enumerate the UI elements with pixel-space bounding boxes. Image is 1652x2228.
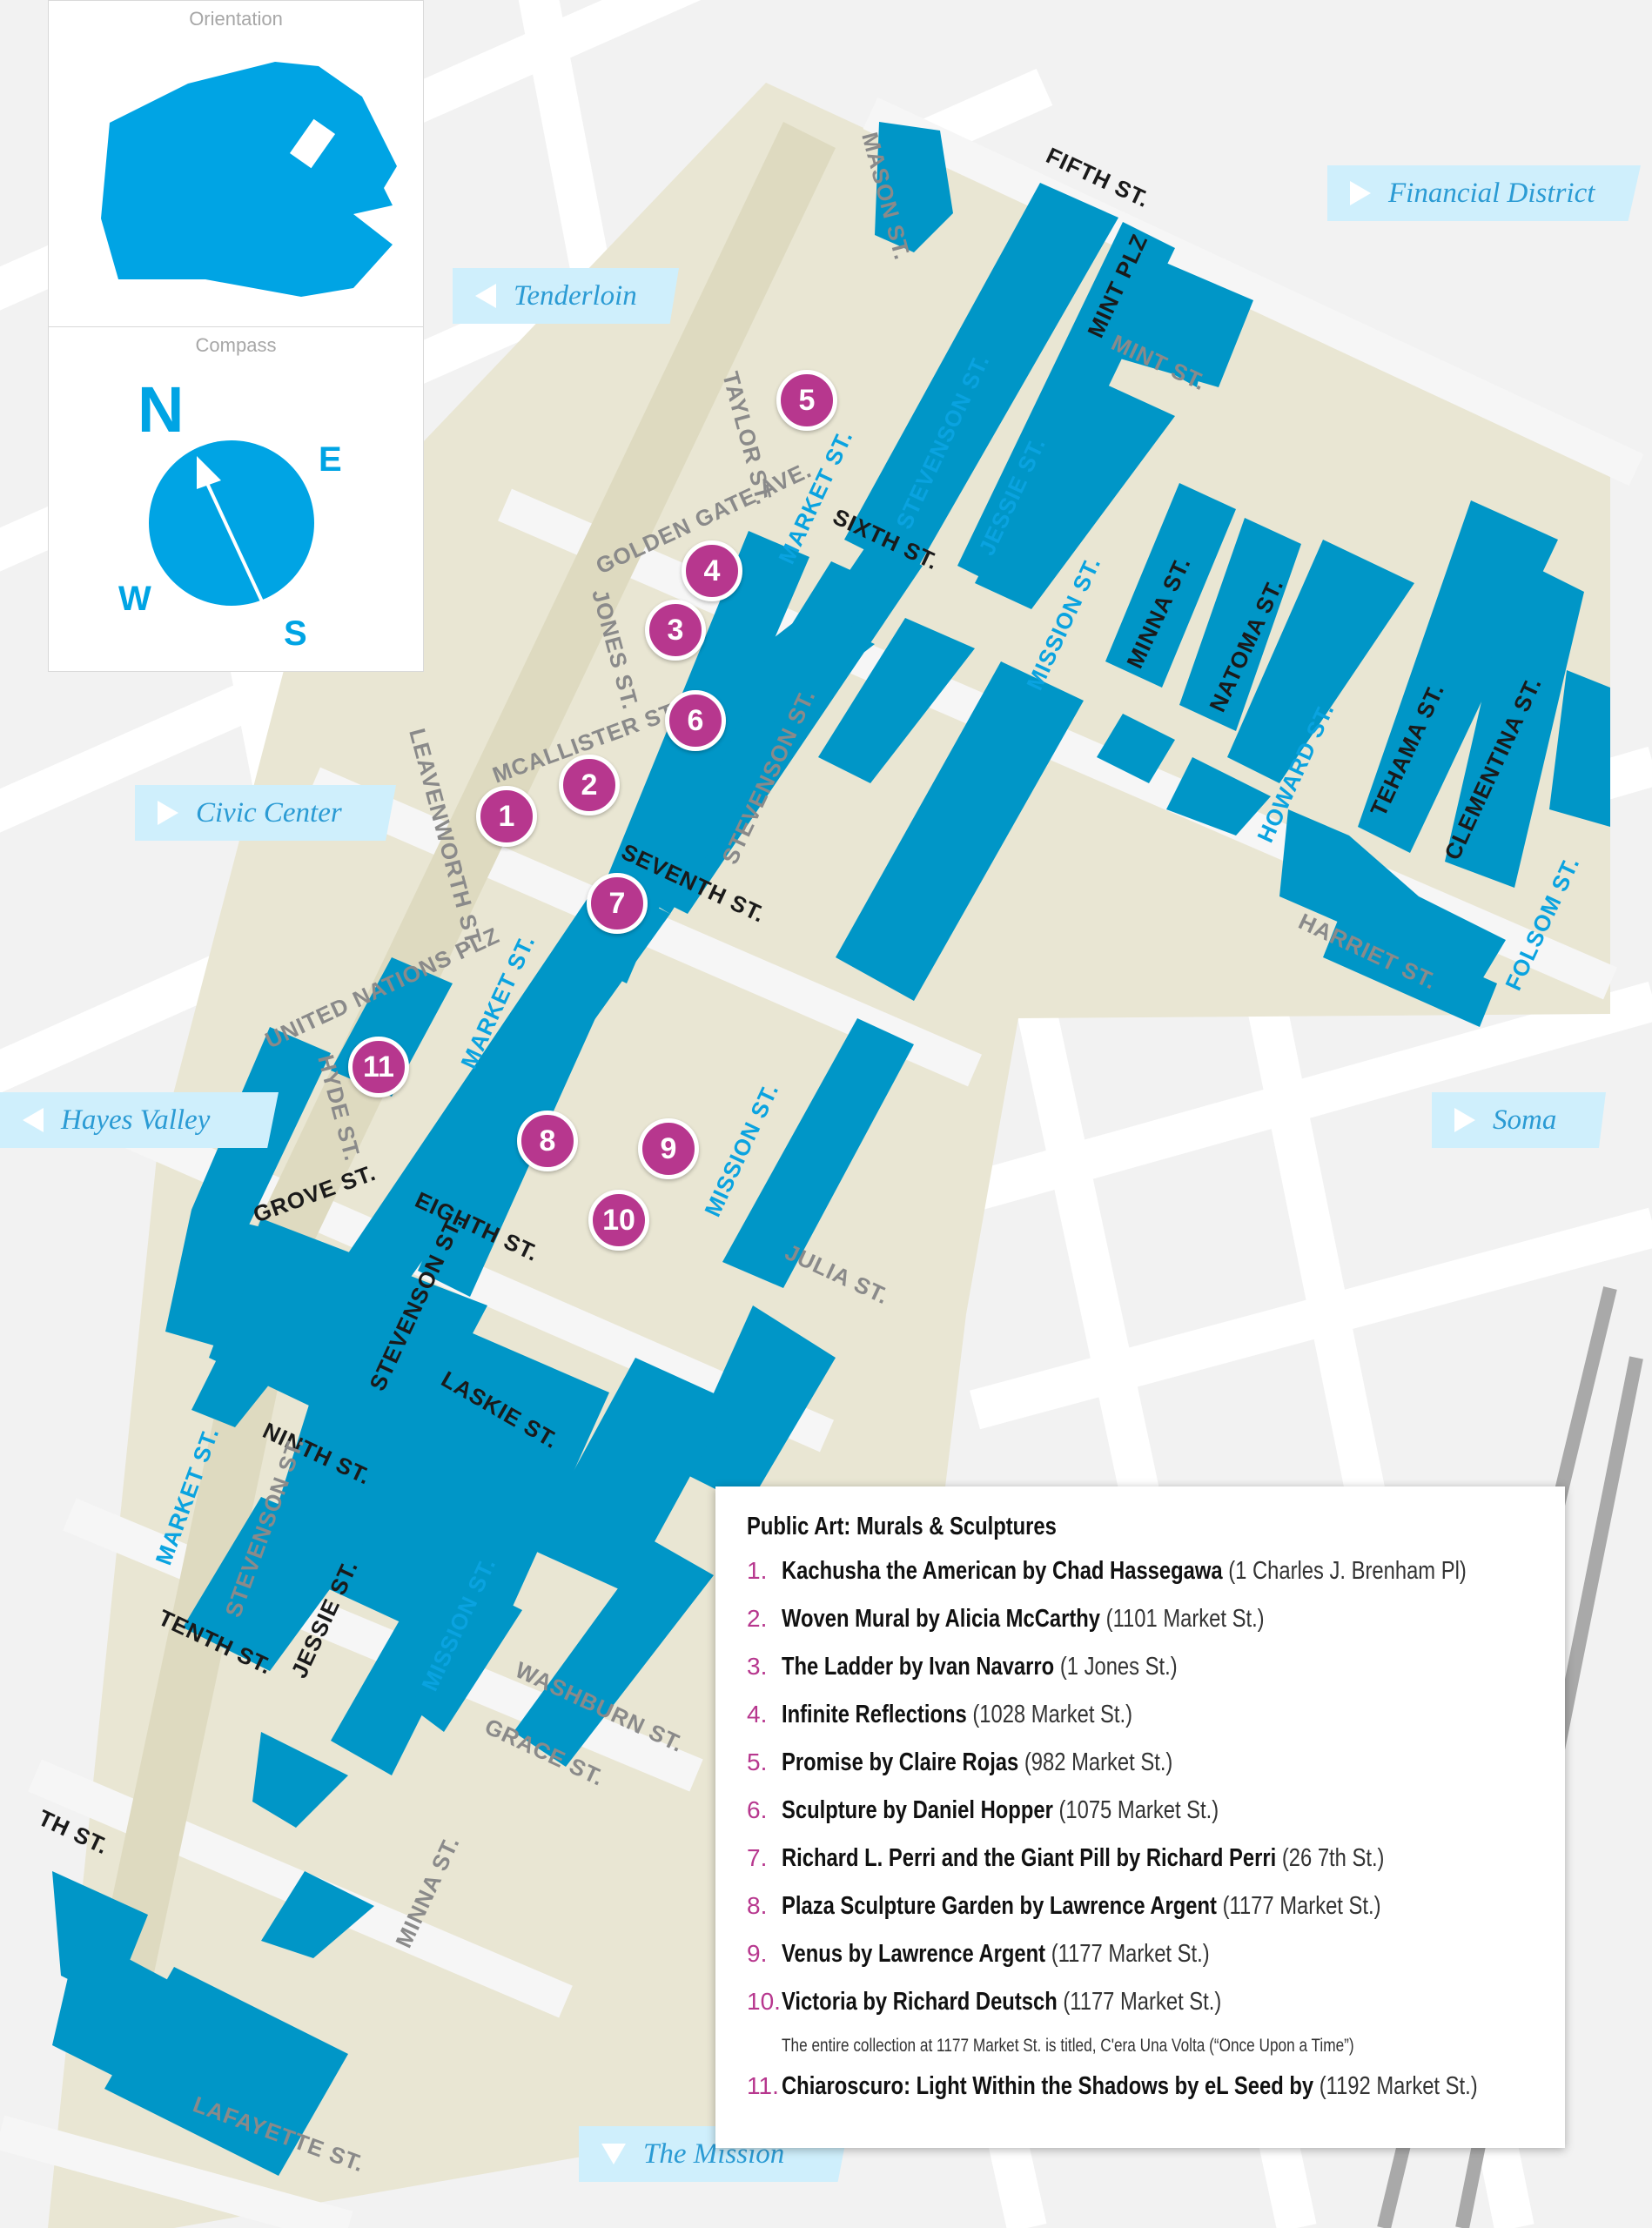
legend-item-address: (1 Charles J. Brenham Pl): [1228, 1557, 1467, 1585]
legend-item-name: Woven Mural by Alicia McCarthy: [782, 1605, 1101, 1633]
nav-civic-center[interactable]: Civic Center: [135, 785, 396, 841]
compass-east: E: [319, 440, 342, 479]
nav-soma-label: Soma: [1493, 1104, 1557, 1136]
arrow-right-icon: [158, 801, 178, 825]
legend-item[interactable]: 11.Chiaroscuro: Light Within the Shadows…: [747, 2072, 1534, 2120]
map-marker-10[interactable]: 10: [588, 1190, 649, 1251]
legend-item[interactable]: 4. Infinite Reflections (1028 Market St.): [747, 1701, 1534, 1748]
map-marker-7[interactable]: 7: [587, 873, 648, 934]
legend-item-number: 4.: [747, 1701, 768, 1728]
map-marker-11[interactable]: 11: [348, 1037, 409, 1097]
legend-item[interactable]: 10.Victoria by Richard Deutsch (1177 Mar…: [747, 1988, 1534, 2036]
legend-item-address: (1028 Market St.): [972, 1701, 1133, 1728]
legend-list: 1. Kachusha the American by Chad Hassegaw…: [747, 1557, 1534, 2036]
orientation-panel: Orientation: [48, 0, 424, 328]
arrow-right-icon: [1454, 1108, 1475, 1132]
legend-item-name: Promise by Claire Rojas: [782, 1748, 1019, 1776]
legend-item-address: (1101 Market St.): [1105, 1605, 1265, 1633]
legend-item[interactable]: 6. Sculpture by Daniel Hopper (1075 Marke…: [747, 1796, 1534, 1844]
compass-panel: Compass N E W S: [48, 326, 424, 672]
city-blocks: [52, 122, 1610, 2176]
nav-soma[interactable]: Soma: [1432, 1092, 1606, 1148]
legend-item-name: The Ladder by Ivan Navarro: [782, 1653, 1055, 1681]
legend-item-number: 9.: [747, 1940, 768, 1967]
legend-item-address: (1177 Market St.): [1063, 1988, 1222, 2016]
legend-item-address: (1075 Market St.): [1058, 1796, 1219, 1824]
nav-civic-center-label: Civic Center: [196, 796, 342, 829]
legend-item-address: (1177 Market St.): [1222, 1892, 1381, 1920]
legend-item-name: Chiaroscuro: Light Within the Shadows by…: [782, 2072, 1314, 2100]
legend-item-number: 6.: [747, 1796, 768, 1823]
legend-item-number: 7.: [747, 1844, 768, 1871]
nav-tenderloin-label: Tenderloin: [514, 279, 637, 312]
map-marker-8[interactable]: 8: [517, 1111, 578, 1171]
map-marker-9[interactable]: 9: [638, 1118, 699, 1179]
legend-item[interactable]: 2. Woven Mural by Alicia McCarthy (1101 M…: [747, 1605, 1534, 1653]
nav-hayes-valley[interactable]: Hayes Valley: [0, 1092, 279, 1148]
legend-item-address: (1192 Market St.): [1319, 2072, 1478, 2100]
san-francisco-outline-icon: [101, 62, 397, 297]
map-marker-1[interactable]: 1: [476, 786, 537, 847]
legend-item-number: 3.: [747, 1653, 768, 1680]
legend-item[interactable]: 8. Plaza Sculpture Garden by Lawrence Arg…: [747, 1892, 1534, 1940]
nav-tenderloin[interactable]: Tenderloin: [453, 268, 679, 324]
legend-item-name: Infinite Reflections: [782, 1701, 967, 1728]
legend-item-number: 5.: [747, 1748, 768, 1775]
arrow-left-icon: [23, 1108, 44, 1132]
compass-icon: [149, 440, 314, 606]
legend-item-address: (26 7th St.): [1281, 1844, 1385, 1872]
legend-item-number: 2.: [747, 1605, 768, 1632]
map-marker-2[interactable]: 2: [559, 755, 620, 815]
legend-item[interactable]: 9. Venus by Lawrence Argent (1177 Market …: [747, 1940, 1534, 1988]
compass-title: Compass: [195, 334, 277, 356]
legend-item-number: 8.: [747, 1892, 768, 1919]
legend-item-number: 11.: [747, 2072, 779, 2099]
nav-hayes-valley-label: Hayes Valley: [61, 1104, 211, 1136]
legend-item-number: 10.: [747, 1988, 781, 2015]
nav-financial-district-label: Financial District: [1388, 177, 1595, 209]
legend-note: The entire collection at 1177 Market St.…: [782, 2036, 1354, 2056]
nav-financial-district[interactable]: Financial District: [1327, 165, 1641, 221]
map-marker-6[interactable]: 6: [665, 690, 726, 751]
orientation-title: Orientation: [189, 8, 283, 30]
legend-item-address: (1 Jones St.): [1059, 1653, 1178, 1681]
map-marker-3[interactable]: 3: [645, 600, 706, 661]
legend-item-name: Sculpture by Daniel Hopper: [782, 1796, 1053, 1824]
arrow-down-icon: [601, 2144, 626, 2164]
legend-item-address: (982 Market St.): [1024, 1748, 1173, 1776]
arrow-right-icon: [1350, 181, 1371, 205]
legend-item-name: Plaza Sculpture Garden by Lawrence Argen…: [782, 1892, 1217, 1920]
compass-west: W: [118, 580, 151, 618]
legend-item[interactable]: 7. Richard L. Perri and the Giant Pill by…: [747, 1844, 1534, 1892]
legend-list-last: 11.Chiaroscuro: Light Within the Shadows…: [747, 2072, 1534, 2120]
legend-item-name: Victoria by Richard Deutsch: [782, 1988, 1058, 2016]
legend-item-name: Venus by Lawrence Argent: [782, 1940, 1046, 1968]
legend-title: Public Art: Murals & Sculptures: [747, 1513, 1057, 1540]
legend-panel: Public Art: Murals & Sculptures 1. Kachus…: [715, 1486, 1565, 2148]
arrow-left-icon: [475, 284, 496, 308]
legend-item-number: 1.: [747, 1557, 768, 1584]
map-marker-5[interactable]: 5: [776, 370, 837, 431]
compass-south: S: [284, 614, 307, 653]
legend-item-name: Kachusha the American by Chad Hassegawa: [782, 1557, 1223, 1585]
compass-north: N: [138, 373, 185, 446]
legend-item[interactable]: 1. Kachusha the American by Chad Hassegaw…: [747, 1557, 1534, 1605]
legend-item-name: Richard L. Perri and the Giant Pill by R…: [782, 1844, 1277, 1872]
legend-item-address: (1177 Market St.): [1051, 1940, 1210, 1968]
legend-item[interactable]: 3. The Ladder by Ivan Navarro (1 Jones St…: [747, 1653, 1534, 1701]
legend-item[interactable]: 5. Promise by Claire Rojas (982 Market St…: [747, 1748, 1534, 1796]
map-marker-4[interactable]: 4: [682, 540, 742, 601]
